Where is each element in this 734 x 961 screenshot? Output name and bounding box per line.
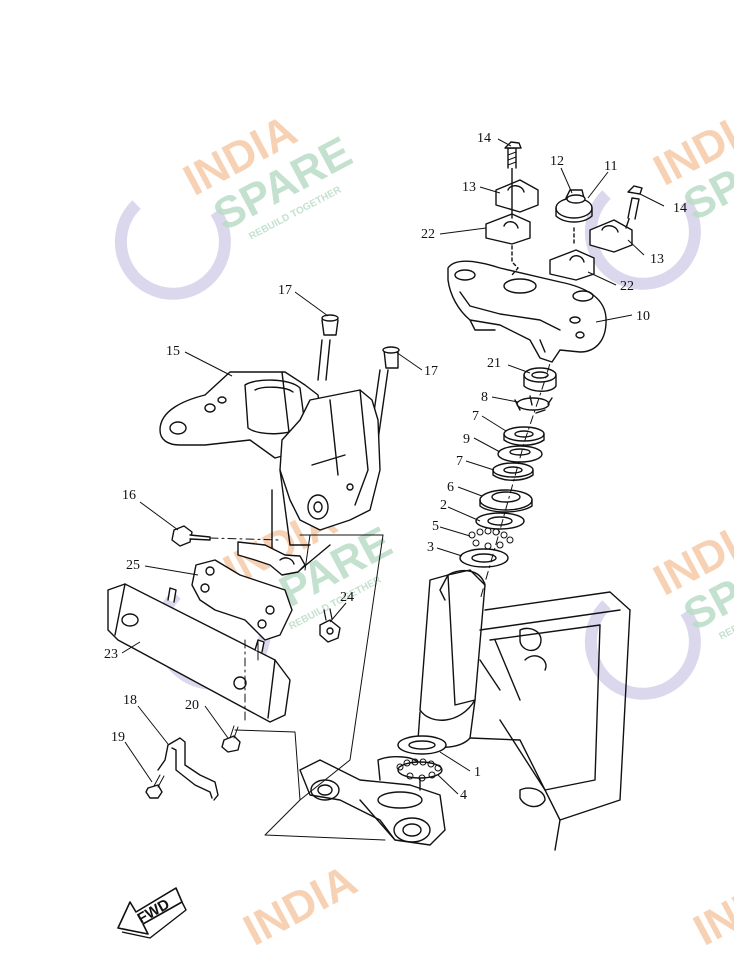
watermark-logo-top-left: INDIA SPARE REBUILD TOGETHER [114,106,360,300]
part-label-7: 7 [456,454,463,469]
part-label-17: 17 [424,364,438,379]
part-label-3: 3 [427,540,434,555]
leader-lines [121,138,665,795]
upper-bracket-10 [447,260,607,363]
handlebar-holder-left [485,141,539,276]
screw-20 [221,725,241,753]
ball-bearing-5 [468,527,514,550]
part-label-10: 10 [636,309,650,324]
reflector-housing-23 [107,583,291,723]
part-label-15: 15 [166,344,180,359]
lower-bearing-stack [396,735,447,782]
part-label-24: 24 [340,590,354,605]
watermark-logo-right: INDIA SPARE REBUILD TOGETHER [584,506,734,700]
watermark-logo-bottom-right: INDIA [686,856,734,955]
handlebar-holder-right [549,185,643,281]
part-label-17: 17 [278,283,292,298]
bolt-16 [171,525,281,547]
bracket-plate-25 [191,559,293,641]
part-label-11: 11 [604,159,617,174]
part-label-16: 16 [122,488,136,503]
part-label-4: 4 [460,788,467,803]
watermark-india-text: INDIA [686,856,734,955]
upper-bearing-stack [459,367,557,568]
part-label-5: 5 [432,519,439,534]
steering-axis-line [479,329,561,601]
bolt-24 [319,608,341,643]
part-label-9: 9 [463,432,470,447]
part-label-19: 19 [111,730,125,745]
part-label-12: 12 [550,154,564,169]
part-label-7: 7 [472,409,479,424]
part-number-labels: 14 13 22 12 11 14 13 22 10 17 15 17 21 8… [104,131,687,803]
part-label-25: 25 [126,558,140,573]
cap-bolt-12 [555,189,593,223]
part-label-20: 20 [185,698,199,713]
part-label-13: 13 [462,180,476,195]
assembly-lines [234,534,386,841]
watermark-logo-bottom: INDIA [236,856,365,955]
part-label-2: 2 [440,498,447,513]
part-label-21: 21 [487,356,501,371]
watermark-india-text: INDIA [236,856,365,955]
part-label-6: 6 [447,480,454,495]
part-label-22: 22 [620,279,634,294]
headlight-stay-arm [271,389,381,571]
part-label-8: 8 [481,390,488,405]
under-bracket [299,756,446,846]
part-label-1: 1 [474,765,481,780]
part-label-23: 23 [104,647,118,662]
wire-bracket-18 [157,737,219,801]
forward-arrow-icon: FWD [117,887,187,939]
reflector-bracket [237,541,306,576]
part-label-13: 13 [650,252,664,267]
part-label-14: 14 [477,131,491,146]
frame-head-pipe [417,569,631,851]
part-label-18: 18 [123,693,137,708]
part-label-14: 14 [673,201,687,216]
part-label-22: 22 [421,227,435,242]
fork-tubes-17 [317,314,400,441]
screw-19 [145,774,165,799]
watermark-logo-top-right: INDIA SPARE [584,96,734,290]
